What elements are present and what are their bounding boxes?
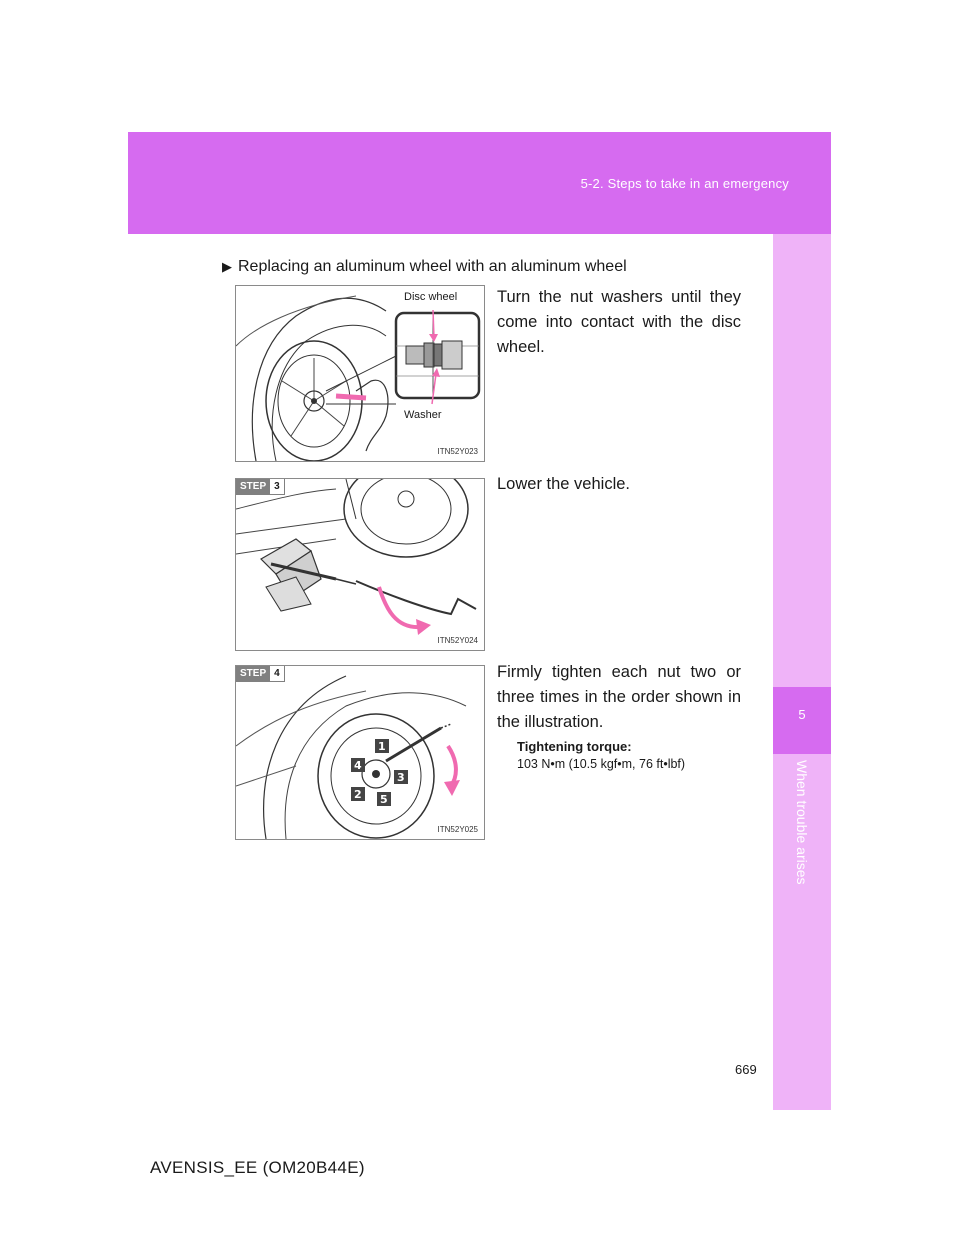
- step-number: 4: [270, 666, 285, 682]
- triangle-marker-icon: ▶: [222, 259, 232, 274]
- instruction-lower: Lower the vehicle.: [497, 475, 630, 493]
- figure-code: ITN52Y024: [437, 636, 478, 645]
- callout-washer: Washer: [404, 409, 442, 421]
- step-word: STEP: [236, 479, 271, 495]
- callout-disc-wheel: Disc wheel: [404, 291, 458, 303]
- header-band: 5-2. Steps to take in an emergency: [128, 132, 831, 234]
- manual-code: AVENSIS_EE (OM20B44E): [150, 1158, 365, 1177]
- heading-text: Replacing an aluminum wheel with an alum…: [238, 258, 627, 275]
- chapter-tab-active: 5: [773, 687, 831, 754]
- nut-order-4: 4: [354, 759, 362, 772]
- tighten-illustration: 1 2 3 4 5: [236, 675, 467, 839]
- step-number: 3: [270, 479, 285, 495]
- chapter-number: 5: [798, 707, 806, 722]
- chapter-title-vertical: When trouble arises: [773, 760, 831, 910]
- torque-value: 103 N•m (10.5 kgf•m, 76 ft•lbf): [517, 757, 686, 771]
- step-word: STEP: [236, 666, 271, 682]
- section-heading: ▶ Replacing an aluminum wheel with an alu…: [222, 258, 627, 276]
- washer-illustration: [236, 295, 481, 461]
- instruction-tighten: Firmly tighten each nut two or three tim…: [497, 663, 741, 731]
- chapter-side-tab: [773, 234, 831, 1110]
- figure-code: ITN52Y025: [437, 825, 478, 834]
- chapter-title: When trouble arises: [794, 760, 810, 885]
- instruction-washers: Turn the nut washers until they come int…: [497, 288, 741, 356]
- torque-label: Tightening torque:: [517, 739, 632, 754]
- nut-order-1: 1: [378, 740, 386, 753]
- nut-order-3: 3: [397, 771, 405, 784]
- figure-washer: Disc wheel Washer ITN52Y023: [235, 285, 485, 462]
- section-title: 5-2. Steps to take in an emergency: [580, 176, 789, 191]
- jack-illustration: [236, 479, 477, 635]
- nut-order-2: 2: [354, 788, 362, 801]
- figure-code: ITN52Y023: [437, 447, 478, 456]
- nut-order-5: 5: [380, 793, 388, 806]
- page-number: 669: [735, 1062, 757, 1077]
